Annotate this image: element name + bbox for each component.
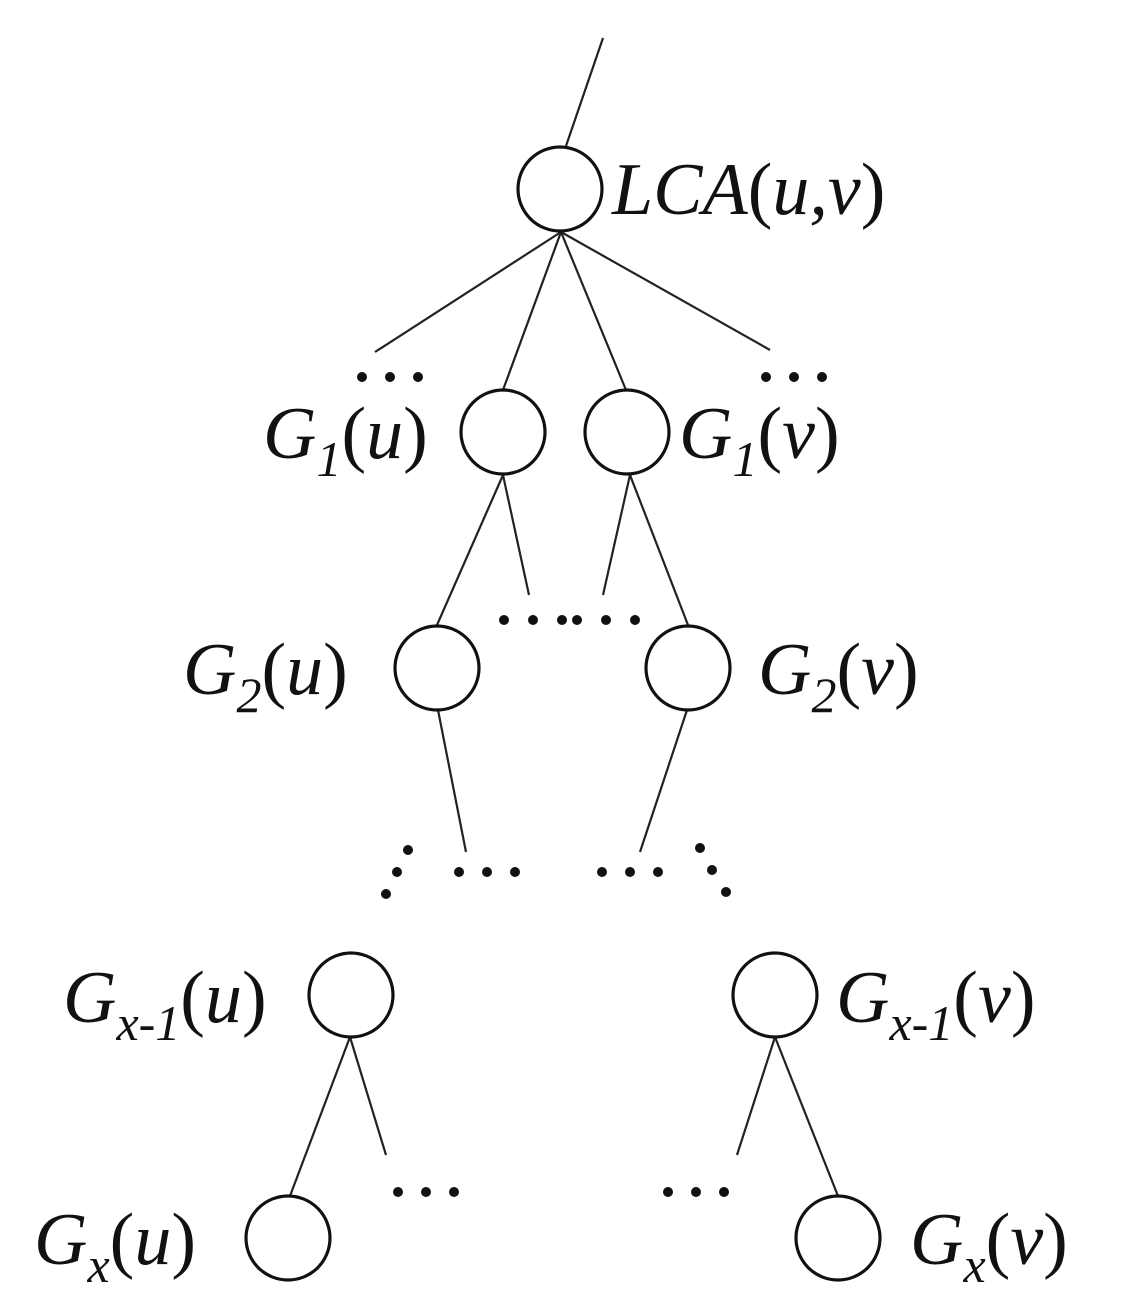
node-g1v xyxy=(583,388,671,476)
label-gx1v: Gx-1(v) xyxy=(836,957,1035,1051)
ellipsis-left-path xyxy=(381,845,520,899)
edge-g2v-down xyxy=(638,709,689,853)
edge-g1v-to-ellipsis xyxy=(601,474,632,596)
node-gx1u xyxy=(307,951,395,1039)
node-gxu xyxy=(244,1194,332,1282)
ellipsis-left-siblings xyxy=(357,372,423,382)
label-lca: LCA(u,v) xyxy=(611,149,885,231)
edge-gx1u-to-ellipsis xyxy=(348,1036,388,1156)
ellipsis-dots xyxy=(357,372,827,1197)
ellipsis-bottom-right xyxy=(663,1187,729,1197)
label-g1u: G1(u) xyxy=(263,393,428,487)
tree-edges xyxy=(288,37,840,1197)
edge-gx1v-to-ellipsis xyxy=(735,1036,777,1156)
edge-lca-to-g1u xyxy=(501,231,563,391)
label-gxv: Gx(v) xyxy=(910,1199,1068,1293)
tree-nodes xyxy=(244,145,882,1282)
label-gxu: Gx(u) xyxy=(34,1199,196,1293)
node-gxv xyxy=(794,1194,882,1282)
node-gx1v xyxy=(731,951,819,1039)
node-g2u xyxy=(393,624,481,712)
edge-lca-to-g1v xyxy=(559,231,628,391)
node-labels: LCA(u,v) G1(u) G1(v) G2(u) G2(v) Gx-1(u)… xyxy=(34,149,1068,1293)
edge-lca-to-left-sibling xyxy=(374,231,562,353)
node-g1u xyxy=(459,388,547,476)
label-gx1u: Gx-1(u) xyxy=(63,957,267,1051)
edge-g1v-to-g2v xyxy=(628,474,690,626)
edge-g2u-down xyxy=(436,709,468,853)
edge-g1u-to-ellipsis xyxy=(501,474,531,596)
label-g2u: G2(u) xyxy=(183,629,348,723)
edge-parent-to-lca xyxy=(564,37,605,147)
label-g1v: G1(v) xyxy=(679,393,840,487)
node-g2v xyxy=(644,624,732,712)
ellipsis-bottom-left xyxy=(393,1187,459,1197)
node-lca xyxy=(516,145,604,233)
ellipsis-right-siblings xyxy=(761,372,827,382)
edge-gx1u-to-gxu xyxy=(288,1036,352,1197)
edge-gx1v-to-gxv xyxy=(773,1036,840,1197)
label-g2v: G2(v) xyxy=(758,629,919,723)
ellipsis-middle-children xyxy=(499,615,640,625)
edge-lca-to-right-sibling xyxy=(560,231,771,351)
edge-g1u-to-g2u xyxy=(435,474,505,626)
ellipsis-right-path xyxy=(597,843,731,897)
